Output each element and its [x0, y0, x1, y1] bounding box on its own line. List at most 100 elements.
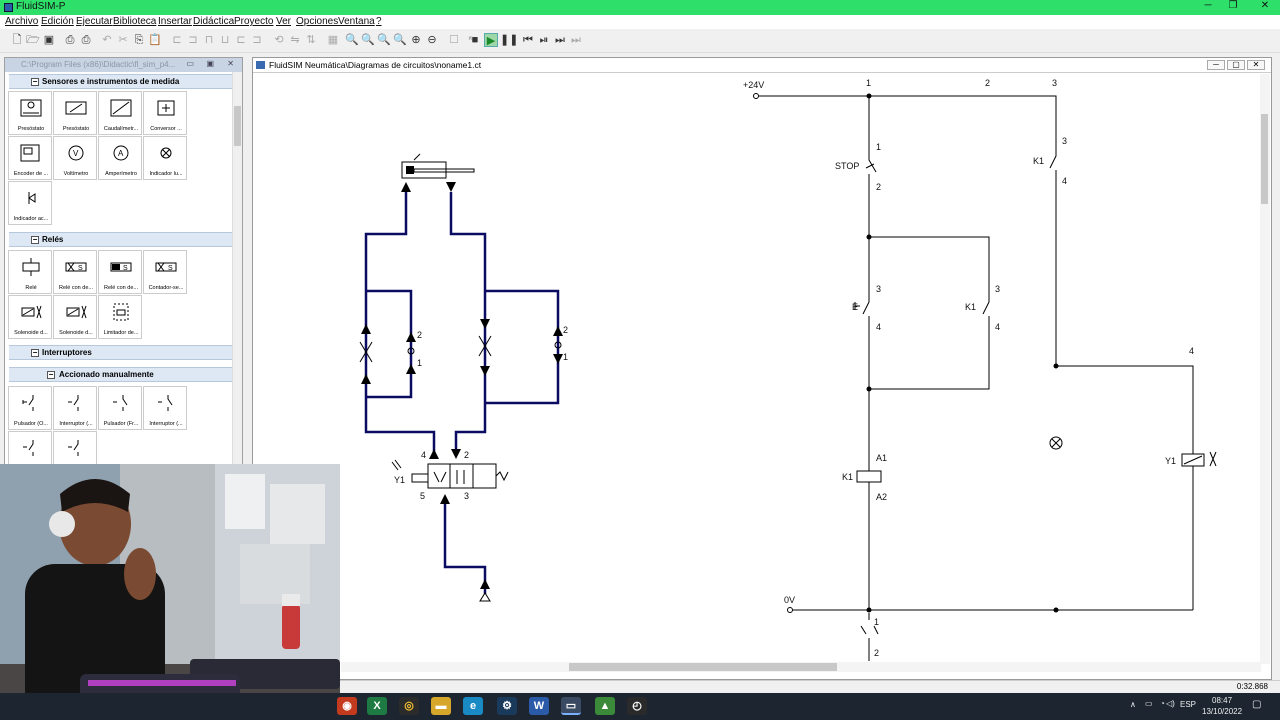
section-accionado-manualmente[interactable]: −Accionado manualmente	[9, 367, 232, 382]
component-solenoide[interactable]: Solenoide d...	[8, 295, 52, 339]
component-solenoide-2[interactable]: Solenoide d...	[53, 295, 97, 339]
menu-ventana[interactable]: Ventana	[338, 16, 375, 27]
green-app-icon[interactable]: ▲	[595, 697, 615, 715]
cut-icon[interactable]: ✂	[118, 34, 128, 46]
tray-wifi-icon[interactable]: ◔	[1160, 699, 1165, 708]
section-interruptores[interactable]: −Interruptores	[9, 345, 232, 360]
print-preview-icon[interactable]: ⎙	[65, 34, 75, 46]
edge-icon[interactable]: e	[463, 697, 483, 715]
double-acting-cylinder[interactable]	[401, 153, 475, 179]
steam-icon[interactable]: ⚙	[497, 697, 517, 715]
panel-close-icon[interactable]: ✕	[227, 59, 234, 68]
section-sensores[interactable]: −Sensores e instrumentos de medida	[9, 74, 232, 89]
throttle-valve-left-icon[interactable]	[359, 341, 373, 363]
tray-language[interactable]: ESP	[1180, 700, 1197, 709]
align-center-icon[interactable]: ⊐	[188, 34, 198, 46]
flip-icon[interactable]: ⇋	[290, 34, 300, 46]
component-encoder[interactable]: Encoder de ...	[8, 136, 52, 180]
notifications-icon[interactable]: ▢	[1252, 699, 1262, 710]
tray-chevron-icon[interactable]: ∧	[1130, 700, 1136, 709]
menu-archivo[interactable]: Archivo	[5, 16, 39, 27]
doc-close-button[interactable]: ✕	[1247, 60, 1265, 70]
component-conversor[interactable]: Conversor ...	[143, 91, 187, 135]
new-file-icon[interactable]: 🗋	[12, 34, 22, 46]
menu-edicion[interactable]: Edición	[41, 16, 74, 27]
menu-proyecto[interactable]: Proyecto	[234, 16, 274, 27]
step-end-icon[interactable]: ⏭	[571, 34, 581, 46]
menu-insertar[interactable]: Insertar	[158, 16, 192, 27]
zoom-in-icon[interactable]: ⊕	[411, 34, 421, 46]
component-pulsador[interactable]: Pulsador (O...	[8, 386, 52, 430]
component-switch-extra-1[interactable]	[8, 431, 52, 467]
zoom-previous-icon[interactable]: 🔍	[377, 34, 391, 46]
save-icon[interactable]: ▣	[43, 34, 55, 46]
paste-icon[interactable]: 📋	[148, 34, 162, 46]
clock-app-icon[interactable]: ◴	[627, 697, 647, 715]
tray-network-icon[interactable]: ▭	[1145, 699, 1153, 708]
component-presostato[interactable]: Presóstato	[8, 91, 52, 135]
component-indicador-luminoso[interactable]: Indicador lu...	[143, 136, 187, 180]
panel-scrollbar[interactable]	[232, 72, 242, 466]
align-left-icon[interactable]: ⊏	[172, 34, 182, 46]
collapse-icon[interactable]: −	[31, 77, 39, 86]
chrome-icon[interactable]: ◎	[399, 697, 419, 715]
valve-5-2[interactable]	[391, 459, 509, 489]
section-reles[interactable]: −Relés	[9, 232, 232, 247]
align-middle-icon[interactable]: ⊏	[236, 34, 246, 46]
vertical-scroll-thumb[interactable]	[1261, 114, 1268, 204]
component-caudalimetro[interactable]: Caudalímetr...	[98, 91, 142, 135]
component-rele[interactable]: Relé	[8, 250, 52, 294]
close-button[interactable]: ✕	[1260, 0, 1270, 11]
print-icon[interactable]: ⎙	[81, 34, 91, 46]
menu-ver[interactable]: Ver	[276, 16, 292, 27]
menu-opciones[interactable]: Opciones	[296, 16, 339, 27]
minimize-button[interactable]: ─	[1204, 0, 1212, 11]
component-pulsador-nc[interactable]: Pulsador (Fr...	[98, 386, 142, 430]
menu-didactica[interactable]: Didáctica	[193, 16, 235, 27]
zoom-out-icon[interactable]: ⊖	[427, 34, 437, 46]
horizontal-scroll-thumb[interactable]	[569, 663, 837, 671]
step-icon[interactable]: ⏯	[539, 34, 549, 46]
zoom-fit-icon[interactable]: 🔍	[345, 34, 359, 46]
check-valve-left-icon[interactable]	[407, 347, 415, 355]
component-limitador[interactable]: Limitador de...	[98, 295, 142, 339]
tray-clock[interactable]: 08:47	[1212, 696, 1233, 705]
throttle-valve-right-icon[interactable]	[478, 335, 492, 357]
collapse-icon[interactable]: −	[31, 348, 39, 357]
align-right-icon[interactable]: ⊓	[204, 34, 214, 46]
collapse-icon[interactable]: −	[47, 370, 55, 379]
edit-mode-icon[interactable]: ↖	[467, 34, 477, 46]
file-explorer-icon[interactable]: ▬	[431, 697, 451, 715]
align-top-icon[interactable]: ⊔	[220, 34, 230, 46]
component-interruptor-nc[interactable]: Interruptor (...	[143, 386, 187, 430]
pause-icon[interactable]: ❚❚	[500, 34, 519, 46]
component-interruptor[interactable]: Interruptor (...	[53, 386, 97, 430]
reset-icon[interactable]: ⏮	[523, 34, 533, 46]
check-icon[interactable]: ☐	[449, 34, 459, 46]
menu-biblioteca[interactable]: Biblioteca	[113, 16, 157, 27]
copy-icon[interactable]: ⎘	[134, 34, 144, 46]
zoom-page-icon[interactable]: 🔍	[393, 34, 407, 46]
open-folder-icon[interactable]: 🗁	[26, 34, 40, 46]
panel-scroll-thumb[interactable]	[234, 106, 241, 146]
tray-date[interactable]: 13/10/2022	[1202, 707, 1243, 716]
align-bottom-icon[interactable]: ⊐	[252, 34, 262, 46]
menu-help[interactable]: ?	[376, 16, 382, 27]
zoom-window-icon[interactable]: 🔍	[361, 34, 375, 46]
component-indicador-acustico[interactable]: Indicador ac...	[8, 181, 52, 225]
doc-maximize-button[interactable]: ▢	[1227, 60, 1245, 70]
step-forward-icon[interactable]: ⏭	[555, 34, 565, 46]
app-icon-office[interactable]: ◉	[337, 697, 357, 715]
horizontal-scrollbar[interactable]	[341, 662, 1261, 672]
vertical-scrollbar[interactable]	[1260, 74, 1270, 664]
doc-minimize-button[interactable]: ─	[1207, 60, 1225, 70]
panel-minimize-icon[interactable]: ▭	[186, 59, 194, 68]
rotate-icon[interactable]: ⟲	[274, 34, 284, 46]
stop-icon[interactable]: ■	[471, 34, 479, 46]
mirror-icon[interactable]: ⇅	[306, 34, 316, 46]
menu-ejecutar[interactable]: Ejecutar	[76, 16, 113, 27]
check-valve-right-icon[interactable]	[554, 341, 562, 349]
